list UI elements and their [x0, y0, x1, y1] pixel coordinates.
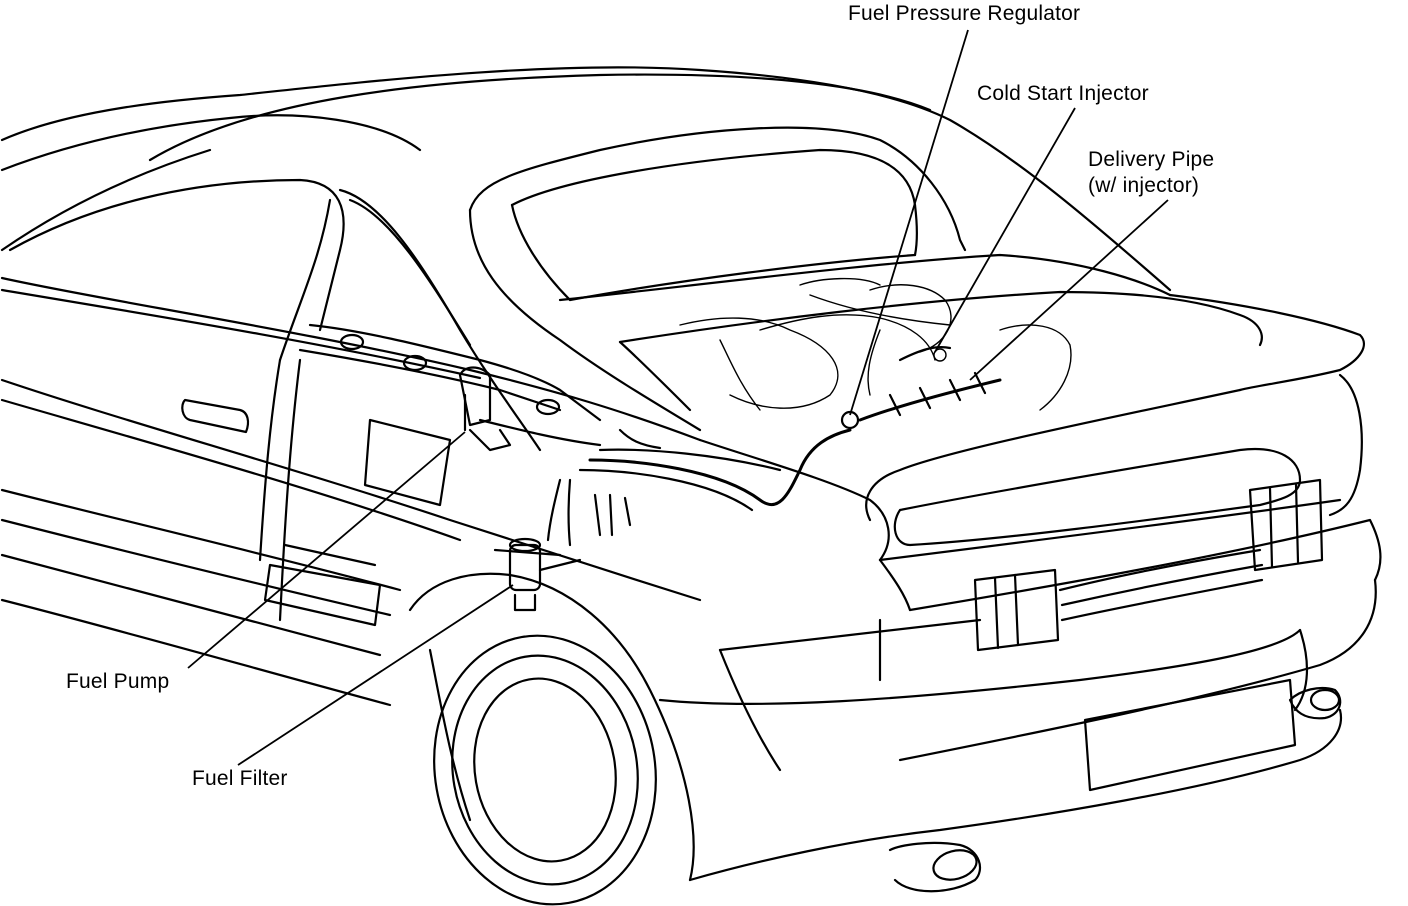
roof-outline	[0, 66, 1172, 442]
rear-window	[468, 126, 967, 432]
rear-wheel	[408, 572, 695, 906]
label-fuel-pump: Fuel Pump	[66, 670, 170, 693]
label-fuel-filter: Fuel Filter	[192, 767, 288, 790]
fuel-lines	[478, 418, 852, 547]
body-side	[0, 358, 702, 707]
label-fuel-pressure-regulator: Fuel Pressure Regulator	[848, 2, 1081, 25]
label-delivery-pipe-note: (w/ injector)	[1088, 174, 1200, 197]
leader-fuel-pressure-regulator	[849, 29, 969, 416]
label-delivery-pipe: Delivery Pipe	[1088, 148, 1215, 171]
leader-fuel-filter	[237, 584, 514, 766]
leader-fuel-pump	[187, 431, 466, 669]
leader-delivery-pipe	[969, 199, 1169, 381]
fuel-filter-part	[493, 537, 582, 612]
fuel-pump-area	[298, 323, 602, 452]
rear-end	[658, 293, 1382, 893]
label-cold-start-injector: Cold Start Injector	[977, 82, 1149, 105]
leader-cold-start-injector	[934, 107, 1076, 353]
side-window	[8, 178, 542, 452]
leader-lines	[187, 29, 1169, 766]
engine-bay	[558, 253, 1263, 430]
